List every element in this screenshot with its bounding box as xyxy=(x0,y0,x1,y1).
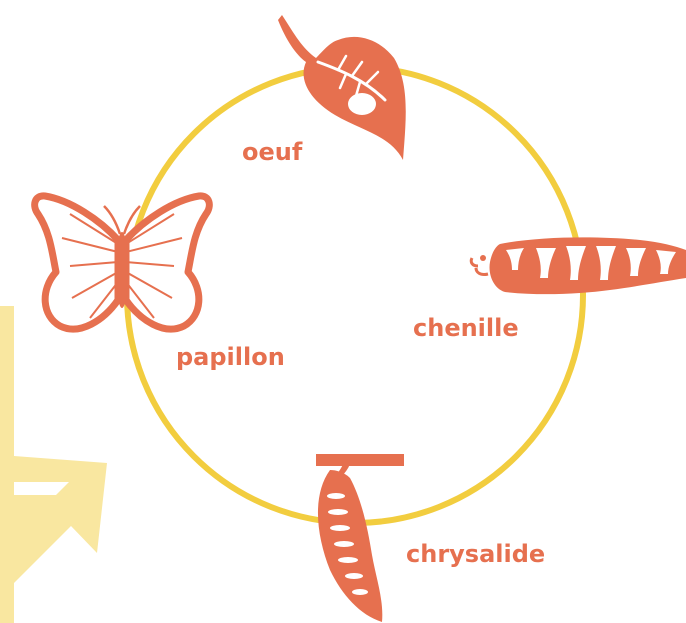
caterpillar-icon xyxy=(471,237,686,294)
arrow-up-right-icon xyxy=(14,456,107,598)
left-highlight-panel xyxy=(0,306,14,623)
chrysalis-label: chrysalide xyxy=(406,542,545,566)
egg-label: oeuf xyxy=(242,140,302,164)
chrysalis-icon xyxy=(316,454,404,622)
caterpillar-label: chenille xyxy=(413,316,519,340)
butterfly-icon xyxy=(35,196,210,329)
butterfly-label: papillon xyxy=(176,345,285,369)
